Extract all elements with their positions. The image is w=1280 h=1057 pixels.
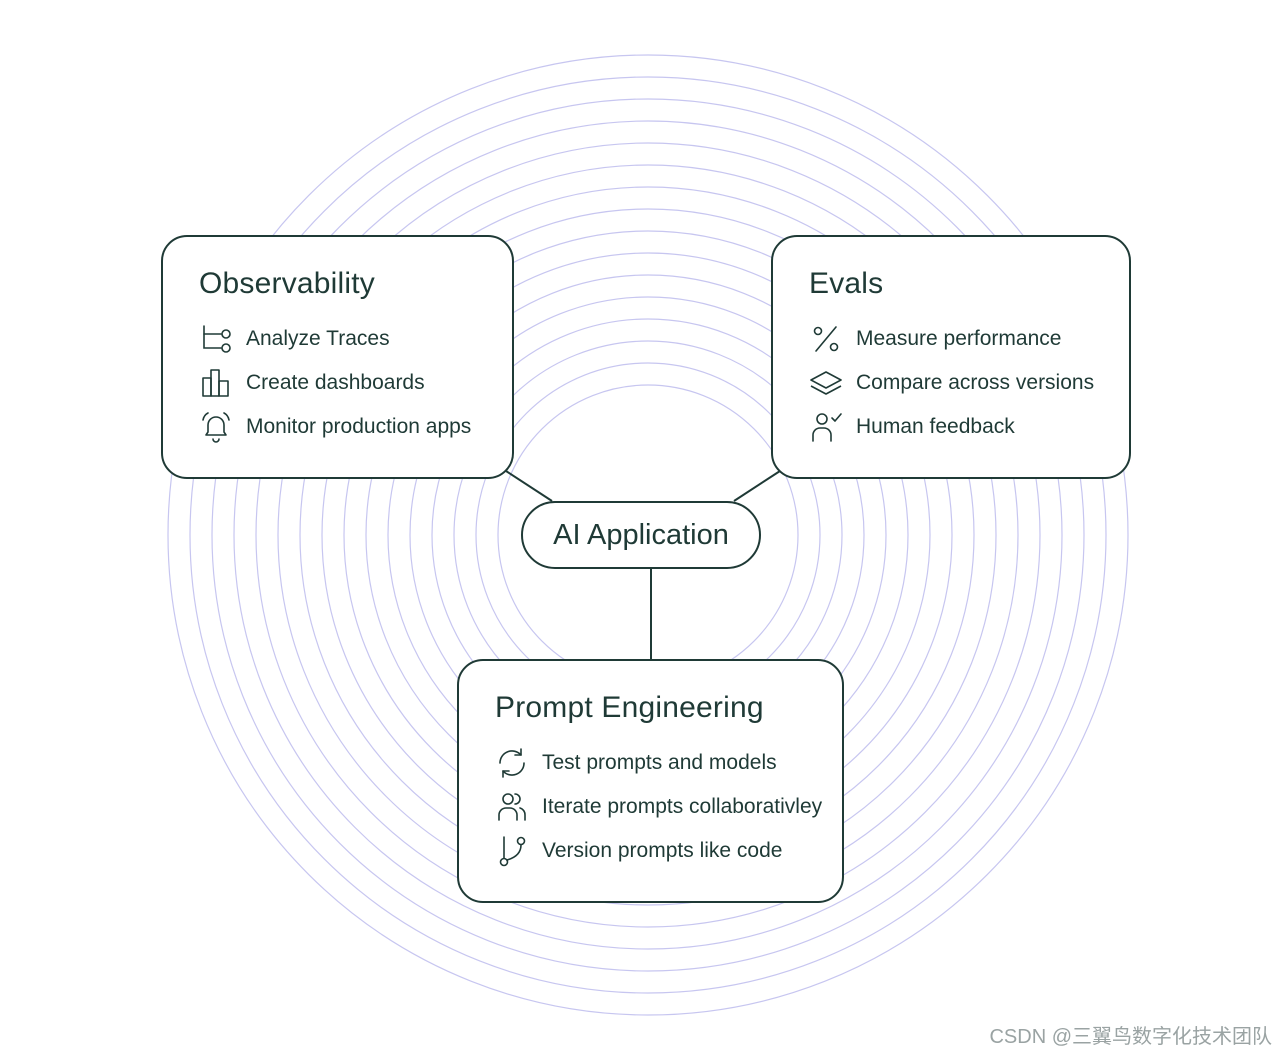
ring	[167, 54, 1129, 1016]
prompt-engineering-title: Prompt Engineering	[495, 691, 764, 724]
refresh-icon	[495, 746, 529, 780]
trace-nodes-icon	[199, 322, 233, 356]
prompt-item-version-like-code: Version prompts like code	[495, 834, 782, 868]
prompt-item-test-prompts: Test prompts and models	[495, 746, 777, 780]
evals-item-compare-versions: Compare across versions	[809, 366, 1094, 400]
ring	[255, 142, 1041, 928]
ring	[189, 76, 1107, 994]
item-label: Human feedback	[856, 415, 1015, 438]
item-label: Test prompts and models	[542, 751, 777, 774]
bar-chart-icon	[199, 366, 233, 400]
observability-item-monitor-apps: Monitor production apps	[199, 410, 471, 444]
observability-item-analyze-traces: Analyze Traces	[199, 322, 390, 356]
observability-item-create-dashboards: Create dashboards	[199, 366, 425, 400]
item-label: Analyze Traces	[246, 327, 390, 350]
prompt-engineering-card: Prompt Engineering Test prompts and mode…	[457, 659, 844, 903]
item-label: Iterate prompts collaborativley	[542, 795, 823, 818]
observability-card: Observability Analyze Traces Create dash…	[161, 235, 514, 479]
evals-item-human-feedback: Human feedback	[809, 410, 1015, 444]
percent-icon	[809, 322, 843, 356]
prompt-item-iterate-collaboratively: Iterate prompts collaborativley	[495, 790, 822, 824]
connector-evals	[733, 470, 781, 502]
ring	[277, 164, 1019, 906]
observability-title: Observability	[199, 267, 375, 300]
evals-card: Evals Measure performance Compare across…	[771, 235, 1131, 479]
item-label: Compare across versions	[856, 371, 1095, 394]
item-label: Measure performance	[856, 327, 1062, 350]
git-branch-icon	[495, 834, 529, 868]
ring	[211, 98, 1085, 972]
item-label: Create dashboards	[246, 371, 425, 394]
item-label: Version prompts like code	[542, 839, 783, 862]
layers-icon	[809, 366, 843, 400]
evals-item-measure-performance: Measure performance	[809, 322, 1061, 356]
users-icon	[495, 790, 529, 824]
bell-ringing-icon	[199, 410, 233, 444]
ring	[233, 120, 1063, 950]
evals-title: Evals	[809, 267, 884, 300]
item-label: Monitor production apps	[246, 415, 472, 438]
ai-application-node: AI Application	[521, 501, 761, 569]
user-check-icon	[809, 410, 843, 444]
watermark: CSDN @三翼鸟数字化技术团队	[989, 1026, 1272, 1048]
connector-observability	[505, 470, 553, 502]
